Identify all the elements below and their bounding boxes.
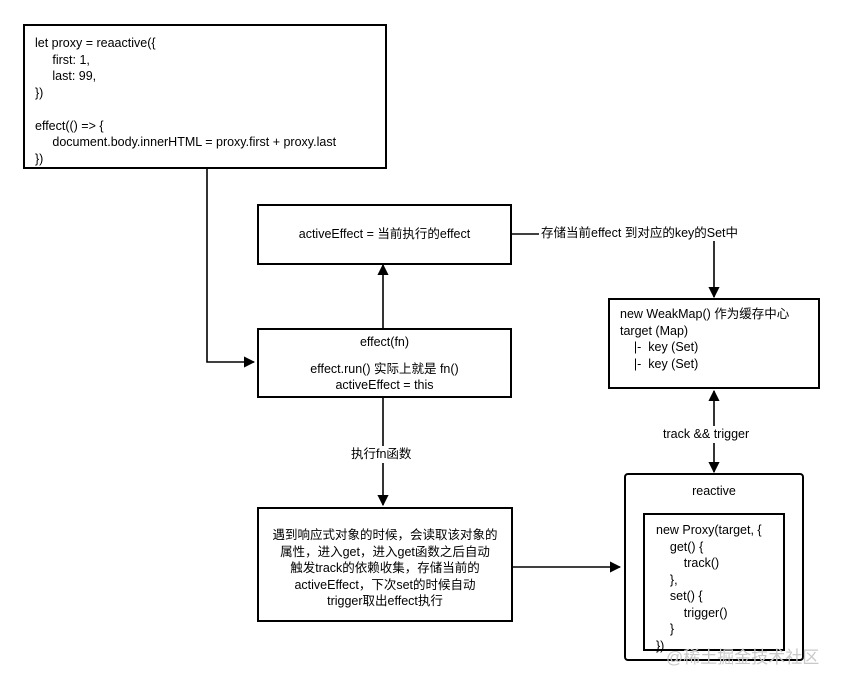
proxy-line: },	[656, 572, 678, 587]
active-effect-text: activeEffect = 当前执行的effect	[298, 227, 471, 242]
code-line: let proxy = reaactive({	[35, 36, 156, 50]
proxy-line: trigger()	[656, 605, 728, 620]
code-line: first: 1,	[35, 52, 90, 67]
process-line: 触发track的依赖收集，存储当前的	[290, 561, 480, 575]
watermark: @稀土掘金技术社区	[666, 648, 820, 667]
weakmap-line: |- key (Set)	[620, 356, 699, 371]
code-line: effect(() => {	[35, 118, 104, 133]
weakmap-line: target (Map)	[620, 323, 689, 338]
proxy-line: get() {	[656, 539, 704, 554]
effect-box: effect(fn) effect.run() 实际上就是 fn() activ…	[257, 328, 512, 398]
effect-line-run: effect.run() 实际上就是 fn()	[310, 361, 459, 376]
reactive-box: reactive new Proxy(target, { get() { tra…	[624, 473, 804, 661]
proxy-line: })	[656, 638, 665, 653]
process-line: activeEffect，下次set的时候自动	[294, 577, 476, 592]
code-line: document.body.innerHTML = proxy.first + …	[35, 135, 337, 149]
proxy-line: }	[656, 622, 675, 636]
code-line: })	[35, 151, 44, 166]
process-line: 属性，进入get，进入get函数之后自动	[280, 544, 490, 559]
active-effect-box: activeEffect = 当前执行的effect	[257, 204, 512, 265]
effect-title: effect(fn)	[359, 335, 410, 349]
code-box: let proxy = reaactive({ first: 1, last: …	[23, 24, 387, 169]
process-line: trigger取出effect执行	[327, 594, 443, 608]
proxy-box: new Proxy(target, { get() { track() }, s…	[643, 513, 785, 653]
proxy-line: set() {	[656, 589, 703, 603]
effect-line-active: activeEffect = this	[335, 378, 434, 392]
code-line	[35, 101, 385, 118]
proxy-line: track()	[656, 556, 720, 570]
process-line: 遇到响应式对象的时候，会读取该对象的	[272, 528, 498, 542]
proxy-line: new Proxy(target, {	[656, 523, 762, 537]
edge-label-store: 存储当前effect 到对应的key的Set中	[539, 226, 741, 241]
edge-label-track-trigger: track && trigger	[660, 426, 753, 443]
edge-label-exec: 执行fn函数	[348, 446, 415, 463]
arrow-active-to-weakmap	[512, 233, 720, 299]
code-line: last: 99,	[35, 69, 97, 83]
process-box: 遇到响应式对象的时候，会读取该对象的 属性，进入get，进入get函数之后自动 …	[257, 507, 513, 622]
code-line: })	[35, 85, 44, 100]
weakmap-line: new WeakMap() 作为缓存中心	[620, 307, 790, 321]
arrow-code-to-effect	[206, 168, 256, 368]
weakmap-box: new WeakMap() 作为缓存中心 target (Map) |- key…	[608, 298, 820, 389]
reactive-title: reactive	[692, 484, 736, 498]
weakmap-line: |- key (Set)	[620, 340, 699, 354]
